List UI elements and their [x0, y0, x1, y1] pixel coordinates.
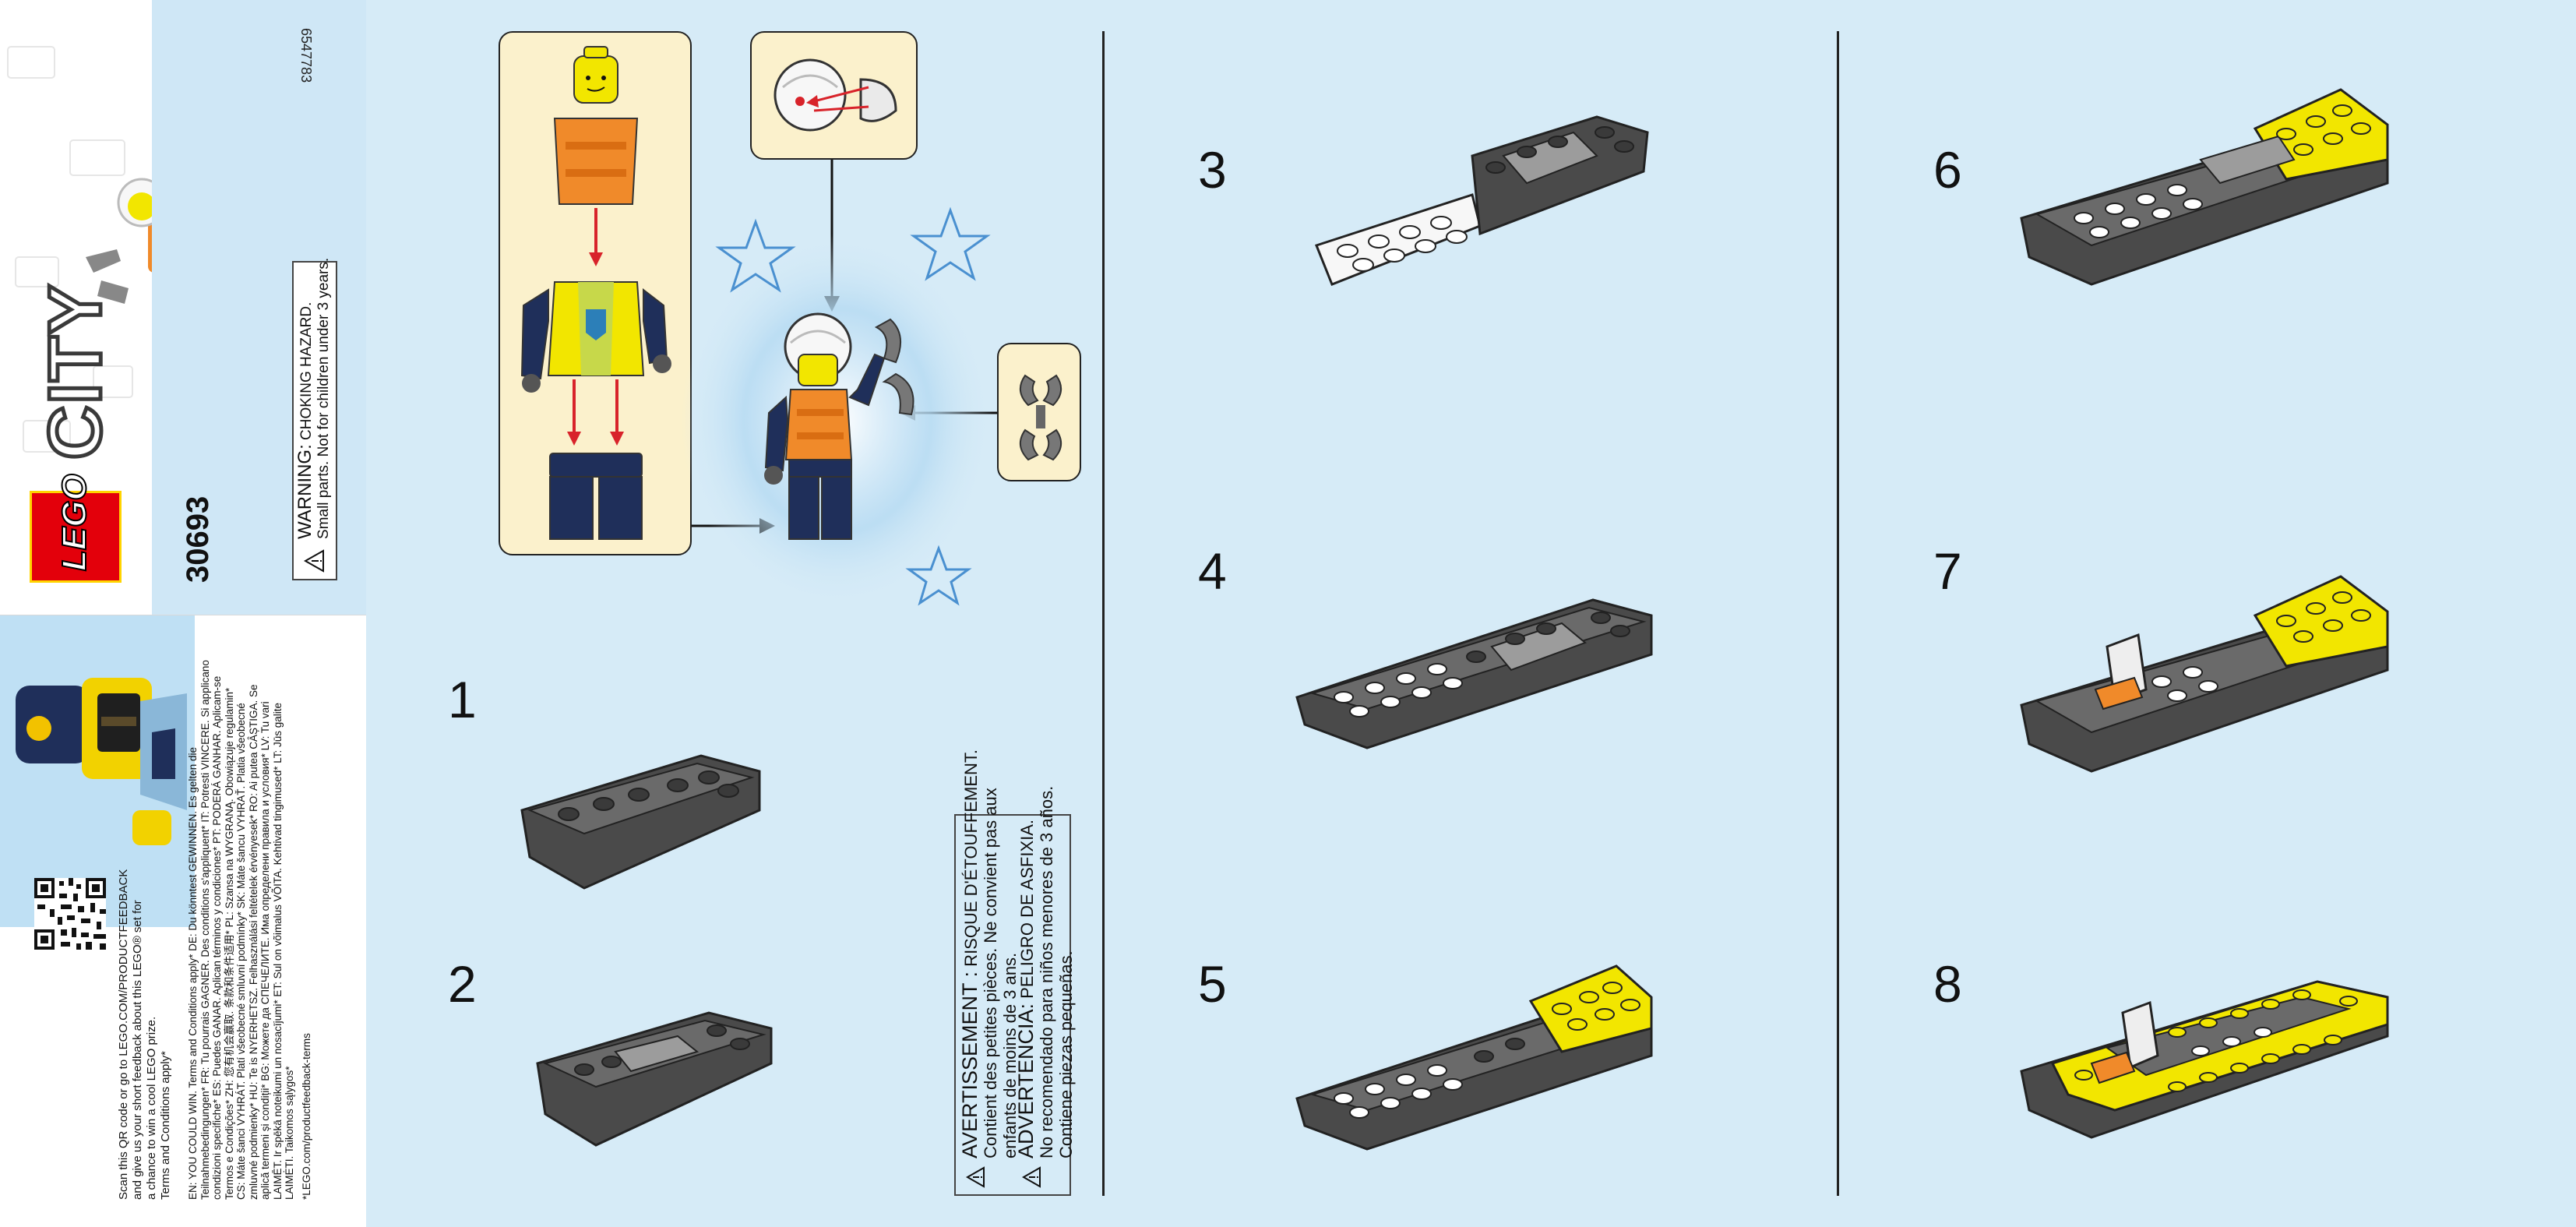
scan-line-3: a chance to win a cool LEGO prize.	[145, 1016, 158, 1200]
step-number-1: 1	[448, 671, 477, 728]
step-8-illustration	[2020, 980, 2389, 1139]
choking-warning-box: WARNING: CHOKING HAZARD. Small parts. No…	[292, 257, 337, 580]
step-1-illustration	[520, 754, 761, 890]
column-divider	[1837, 31, 1839, 1196]
barcode-number-text: 6547783	[298, 28, 314, 83]
background-pattern	[7, 46, 133, 453]
terms-line: aplică termeni și condiții* BG: Можете д…	[259, 701, 271, 1200]
qr-code[interactable]	[34, 878, 106, 950]
warning-triangle-icon	[1021, 1166, 1041, 1188]
warning-triangle-icon	[303, 549, 324, 573]
step-number-5: 5	[1198, 955, 1227, 1013]
set-number-text: 30693	[181, 495, 215, 583]
star-icon	[715, 218, 796, 293]
helmet-visor-illustration	[774, 58, 897, 132]
step-number-3: 3	[1198, 141, 1227, 199]
minifig-assembly-callout	[499, 31, 692, 555]
minifig-parts-illustration	[520, 46, 671, 540]
fr-es-warning-box: AVERTISSEMENT : RISQUE D'ÉTOUFFEMENT. Co…	[954, 749, 1076, 1196]
terms-line: EN: YOU COULD WIN. Terms and Conditions …	[187, 747, 199, 1200]
terms-line: LAIMĒT. Ir spēkā noteikumi un nosacījumi…	[271, 702, 284, 1200]
police-minifig-illustration	[16, 678, 187, 845]
clamp-callout	[997, 343, 1081, 481]
step-number-8: 8	[1933, 955, 1962, 1013]
clamp-illustration	[1020, 374, 1062, 461]
star-icon	[910, 206, 991, 281]
step-6-illustration	[2020, 88, 2389, 286]
terms-url[interactable]: *LEGO.com/productfeedback-terms	[300, 1033, 312, 1200]
step-number-2: 2	[448, 955, 477, 1013]
step-5-illustration	[1295, 964, 1653, 1151]
lego-logo: LEGO	[30, 473, 122, 583]
warning-title: WARNING:	[294, 444, 315, 539]
step-3-illustration	[1315, 115, 1649, 286]
city-logo-text: CITY	[32, 281, 119, 462]
terms-line: Termos e Condições* ZH: 您有机会赢取. 条款和条件适用*…	[223, 687, 235, 1200]
scan-line-4: Terms and Conditions apply*	[159, 1051, 172, 1200]
warning-line-1: CHOKING HAZARD.	[298, 301, 315, 440]
es-warning-line-1: PELIGRO DE ASFIXIA.	[1017, 819, 1037, 999]
step-number-7: 7	[1933, 542, 1962, 600]
terms-line: LAIMĖTI. Taikomos sąlygos*	[284, 1066, 295, 1200]
warning-triangle-icon	[965, 1166, 985, 1188]
fr-warning-line-2: Contient des petites pièces. Ne convient…	[981, 788, 1000, 1158]
terms-line: CS: Máte šanci VYHRÁT. Platí všeobecné s…	[235, 703, 247, 1200]
fr-warning-line-1: RISQUE D'ÉTOUFFEMENT.	[961, 749, 981, 967]
scan-line-2: and give us your short feedback about th…	[131, 900, 144, 1200]
assembled-minifig-illustration	[764, 312, 914, 540]
scan-line-1: Scan this QR code or go to LEGO.COM/PROD…	[117, 869, 130, 1200]
helmet-visor-callout	[750, 31, 918, 160]
fr-warning-title: AVERTISSEMENT :	[958, 971, 981, 1158]
column-divider	[1102, 31, 1105, 1196]
star-icon	[905, 545, 972, 606]
terms-line: Teilnahmebedingungen* FR: Tu pourrais GA…	[199, 660, 211, 1200]
terms-line: zmluvné podmienky* HU: Te is NYERHETSZ. …	[247, 684, 259, 1200]
terms-line: condizioni specifiche* ES: Puedes GANAR.…	[211, 675, 223, 1200]
step-7-illustration	[2020, 575, 2389, 773]
es-warning-line-2: No recomendado para niños menores de 3 a…	[1037, 785, 1056, 1158]
step-number-4: 4	[1198, 542, 1227, 600]
warning-line-2: Small parts. Not for children under 3 ye…	[315, 257, 332, 539]
you-could-text: YOU COULD	[95, 1110, 112, 1204]
lego-logo-text: LEGO	[55, 473, 94, 572]
es-warning-line-3: Contiene piezas pequeñas.	[1056, 950, 1076, 1158]
step-number-6: 6	[1933, 141, 1962, 199]
step-2-illustration	[536, 1011, 773, 1147]
jet-ski-illustration	[86, 178, 152, 304]
es-warning-title: ADVERTENCIA:	[1014, 1003, 1038, 1158]
step-4-illustration	[1295, 598, 1653, 749]
